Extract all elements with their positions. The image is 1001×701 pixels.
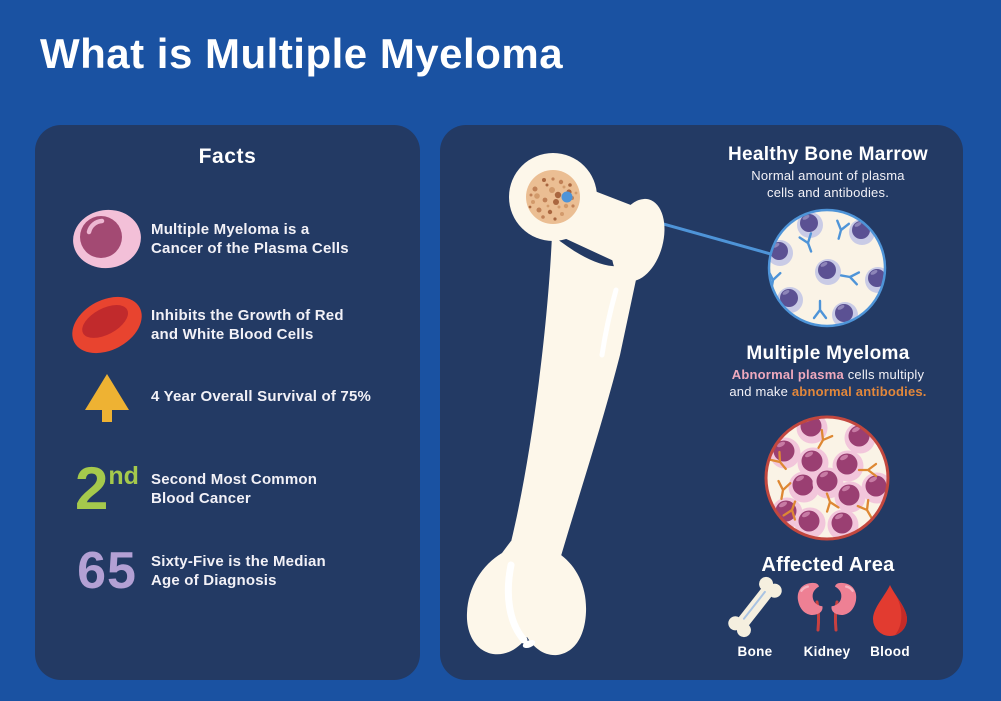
kidney-icon (797, 582, 857, 632)
fact-row-blood-cells: Inhibits the Growth of Red and White Blo… (63, 293, 398, 357)
age-65-number: 65 (77, 542, 137, 600)
affected-area-heading: Affected Area (761, 554, 895, 576)
plasma-cell-icon (73, 209, 141, 269)
fact-row-survival: 4 Year Overall Survival of 75% (63, 369, 398, 425)
page-title: What is Multiple Myeloma (40, 30, 564, 77)
kidney-label: Kidney (803, 644, 851, 659)
fact-row-second-most-common: 2nd Second Most Common Blood Cancer (63, 455, 398, 523)
healthy-circle-ring (767, 208, 887, 328)
fact-row-median-age: 65 Sixty-Five is the Median Age of Diagn… (63, 541, 398, 601)
rank-2nd-number: 2nd (75, 455, 139, 522)
facts-panel: Facts Multiple Myeloma is a Cancer of th… (35, 125, 420, 680)
multiple-myeloma-heading: Multiple Myeloma (746, 343, 910, 364)
facts-heading: Facts (198, 145, 257, 168)
fact-text: Sixty-Five is the Median Age of Diagnosi… (151, 552, 326, 590)
bone-marrow-cutout (526, 170, 580, 224)
bone-icon (728, 576, 782, 638)
bone-label: Bone (737, 644, 773, 659)
blood-label: Blood (870, 644, 910, 659)
bone-marrow-diagram (466, 153, 907, 656)
femur-illustration (466, 153, 665, 656)
fact-text: Multiple Myeloma is a Cancer of the Plas… (151, 220, 349, 258)
fact-text: Inhibits the Growth of Red and White Blo… (151, 306, 344, 344)
fact-text: Second Most Common Blood Cancer (151, 470, 318, 508)
multiple-myeloma-subtext: Abnormal plasma cells multiply and make … (729, 367, 927, 400)
up-arrow-icon (85, 374, 129, 422)
healthy-bone-marrow-subtext: Normal amount of plasma cells and antibo… (751, 168, 905, 201)
myeloma-circle-ring (764, 415, 890, 541)
red-blood-cell-icon (72, 296, 142, 354)
fact-row-plasma-cancer: Multiple Myeloma is a Cancer of the Plas… (63, 207, 398, 271)
fact-text: 4 Year Overall Survival of 75% (151, 388, 372, 406)
diagram-panel: Healthy Bone Marrow Normal amount of pla… (440, 125, 963, 680)
blood-drop-icon (873, 585, 907, 636)
healthy-bone-marrow-heading: Healthy Bone Marrow (728, 144, 928, 165)
